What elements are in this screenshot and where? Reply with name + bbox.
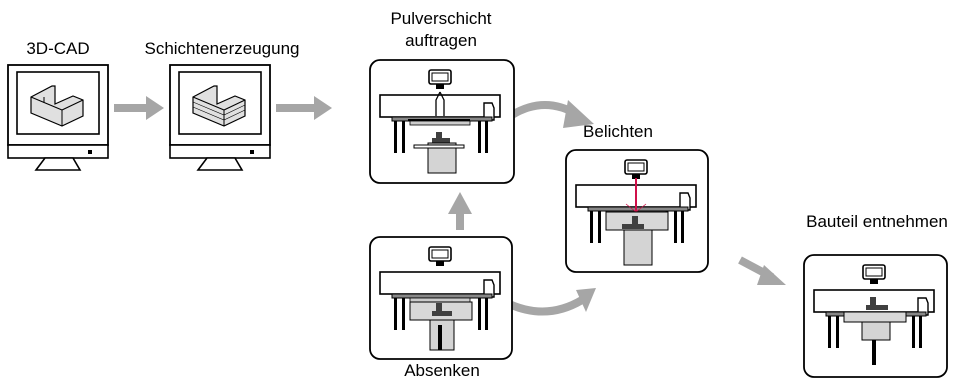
arrow-slicing-to-powder xyxy=(276,96,332,120)
label-lower: Absenken xyxy=(404,361,480,380)
slicing-monitor-icon xyxy=(169,64,271,171)
arrow-cad-to-slicing xyxy=(114,96,164,120)
label-remove: Bauteil entnehmen xyxy=(806,212,948,231)
label-expose: Belichten xyxy=(583,122,653,141)
powder-panel xyxy=(369,59,515,184)
arrow-expose-to-remove xyxy=(738,256,786,285)
cycle-arrowheads xyxy=(448,100,596,312)
remove-panel xyxy=(803,254,948,378)
label-cad: 3D-CAD xyxy=(26,39,90,58)
label-powder-line1: Pulverschicht xyxy=(390,9,492,28)
label-slicing: Schichtenerzeugung xyxy=(144,39,300,58)
lower-panel xyxy=(369,236,513,360)
label-powder-line2: auftragen xyxy=(405,31,477,50)
cad-monitor-icon xyxy=(7,64,109,171)
expose-panel xyxy=(565,149,709,273)
